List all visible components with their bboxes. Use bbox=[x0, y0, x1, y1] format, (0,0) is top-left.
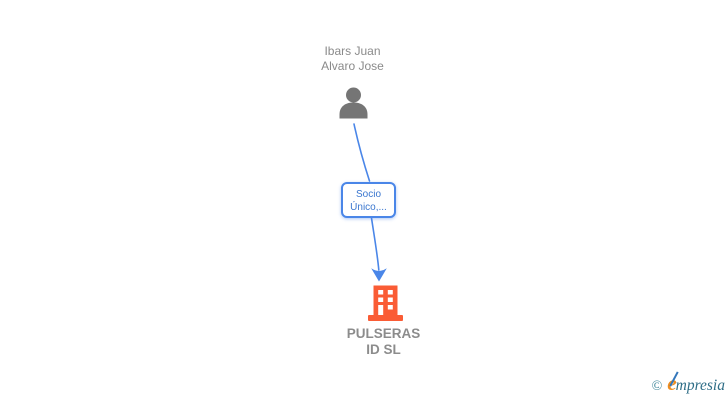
relationship-label-line2: Único,... bbox=[350, 202, 387, 213]
company-name-label: PULSERAS ID SL bbox=[323, 326, 444, 358]
person-name-label: Ibars Juan Alvaro Jose bbox=[282, 44, 423, 74]
edge-box-to-company bbox=[370, 217, 380, 271]
person-name-line2: Alvaro Jose bbox=[321, 59, 384, 73]
brand-initial: e bbox=[667, 371, 677, 395]
company-name-line1: PULSERAS bbox=[346, 326, 421, 341]
copyright-icon: © bbox=[651, 379, 663, 394]
relationship-box[interactable]: Socio Único,... bbox=[341, 182, 396, 218]
person-icon[interactable] bbox=[339, 87, 368, 119]
person-name-line1: Ibars Juan bbox=[324, 44, 381, 58]
arrowhead-icon bbox=[371, 268, 387, 282]
brand-name: mpresia bbox=[675, 377, 725, 394]
building-icon[interactable] bbox=[368, 285, 403, 322]
edge-person-to-box bbox=[353, 123, 371, 182]
empresia-logo[interactable]: © e mpresia bbox=[652, 373, 725, 395]
company-name-line2: ID SL bbox=[366, 342, 401, 357]
relationship-label-line1: Socio bbox=[355, 189, 381, 200]
